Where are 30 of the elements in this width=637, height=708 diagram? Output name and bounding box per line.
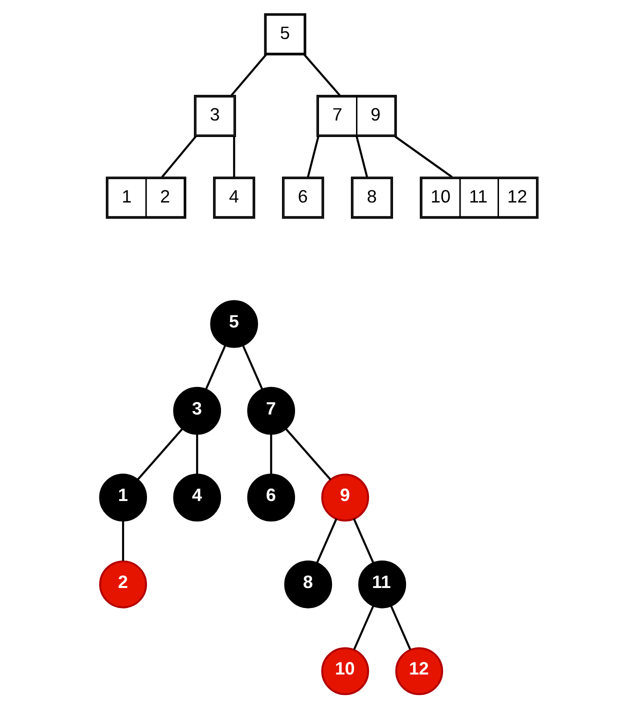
node-circle: 7 [246,386,295,435]
connector [306,136,319,178]
connector [390,605,411,650]
node-circle: 1 [98,474,147,522]
connector [355,136,368,178]
node-circle: 10 [320,647,369,696]
node-circle: 6 [246,474,295,522]
connector [284,428,331,480]
node-circle: 8 [284,560,332,608]
connector [136,428,183,480]
connector [241,344,263,390]
node-circle: 11 [358,560,406,608]
connector [232,136,235,178]
connector [230,54,266,96]
connector [303,54,340,96]
connector [196,434,198,474]
connector [352,605,374,650]
connector [204,344,226,390]
connector [316,518,337,564]
connector [122,521,124,561]
node-circle: 12 [394,647,443,696]
node-circle: 3 [172,386,221,435]
node-circle: 9 [320,474,369,522]
connector [394,136,452,178]
node-circle: 4 [172,474,221,522]
node-circle: 2 [98,560,147,608]
connector [160,136,196,178]
node-circle: 5 [210,300,258,348]
connector [352,518,374,564]
connector [270,434,272,474]
